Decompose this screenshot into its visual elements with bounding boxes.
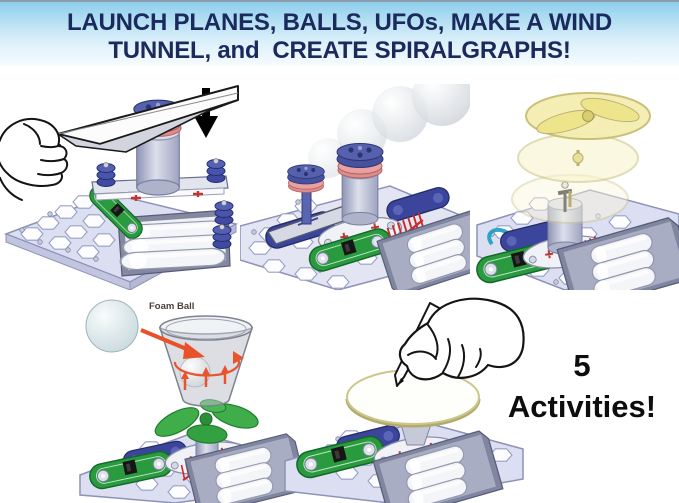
hand-with-pen — [394, 297, 525, 387]
rotor-rings — [511, 92, 651, 224]
snap-post — [212, 224, 232, 249]
wheel-disc — [287, 164, 325, 193]
snap-post — [214, 200, 234, 225]
launcher-shaft — [557, 181, 573, 212]
snap-post — [206, 158, 226, 183]
title-line-2: TUNNEL, and CREATE SPIRALGRAPHS! — [108, 37, 571, 64]
illustration-paper-plane-launcher — [0, 85, 239, 290]
illustration-ball-launcher — [240, 84, 470, 290]
activities-badge: 5 Activities! — [498, 346, 666, 428]
launch-disc — [336, 143, 384, 179]
activities-count: 5 — [573, 348, 591, 383]
foam-ball — [85, 299, 139, 353]
drop-arrow — [140, 328, 205, 359]
snap-post — [96, 162, 116, 187]
foam-ball-label: Foam Ball — [149, 301, 194, 312]
title-line-1: LAUNCH PLANES, BALLS, UFOs, MAKE A WIND — [66, 9, 613, 36]
hand — [0, 118, 69, 201]
airflow-arrows — [173, 351, 244, 390]
battery-pack — [117, 209, 231, 277]
activities-label: Activities! — [507, 389, 657, 424]
title-banner: LAUNCH PLANES, BALLS, UFOs, MAKE A WIND … — [0, 0, 679, 66]
illustration-spiralgraph — [284, 297, 525, 503]
paper-plane — [57, 85, 239, 153]
illustration-ufo-launcher — [473, 92, 679, 290]
illustration-wind-tunnel: Foam Ball — [79, 299, 305, 503]
launched-balls — [308, 84, 470, 178]
